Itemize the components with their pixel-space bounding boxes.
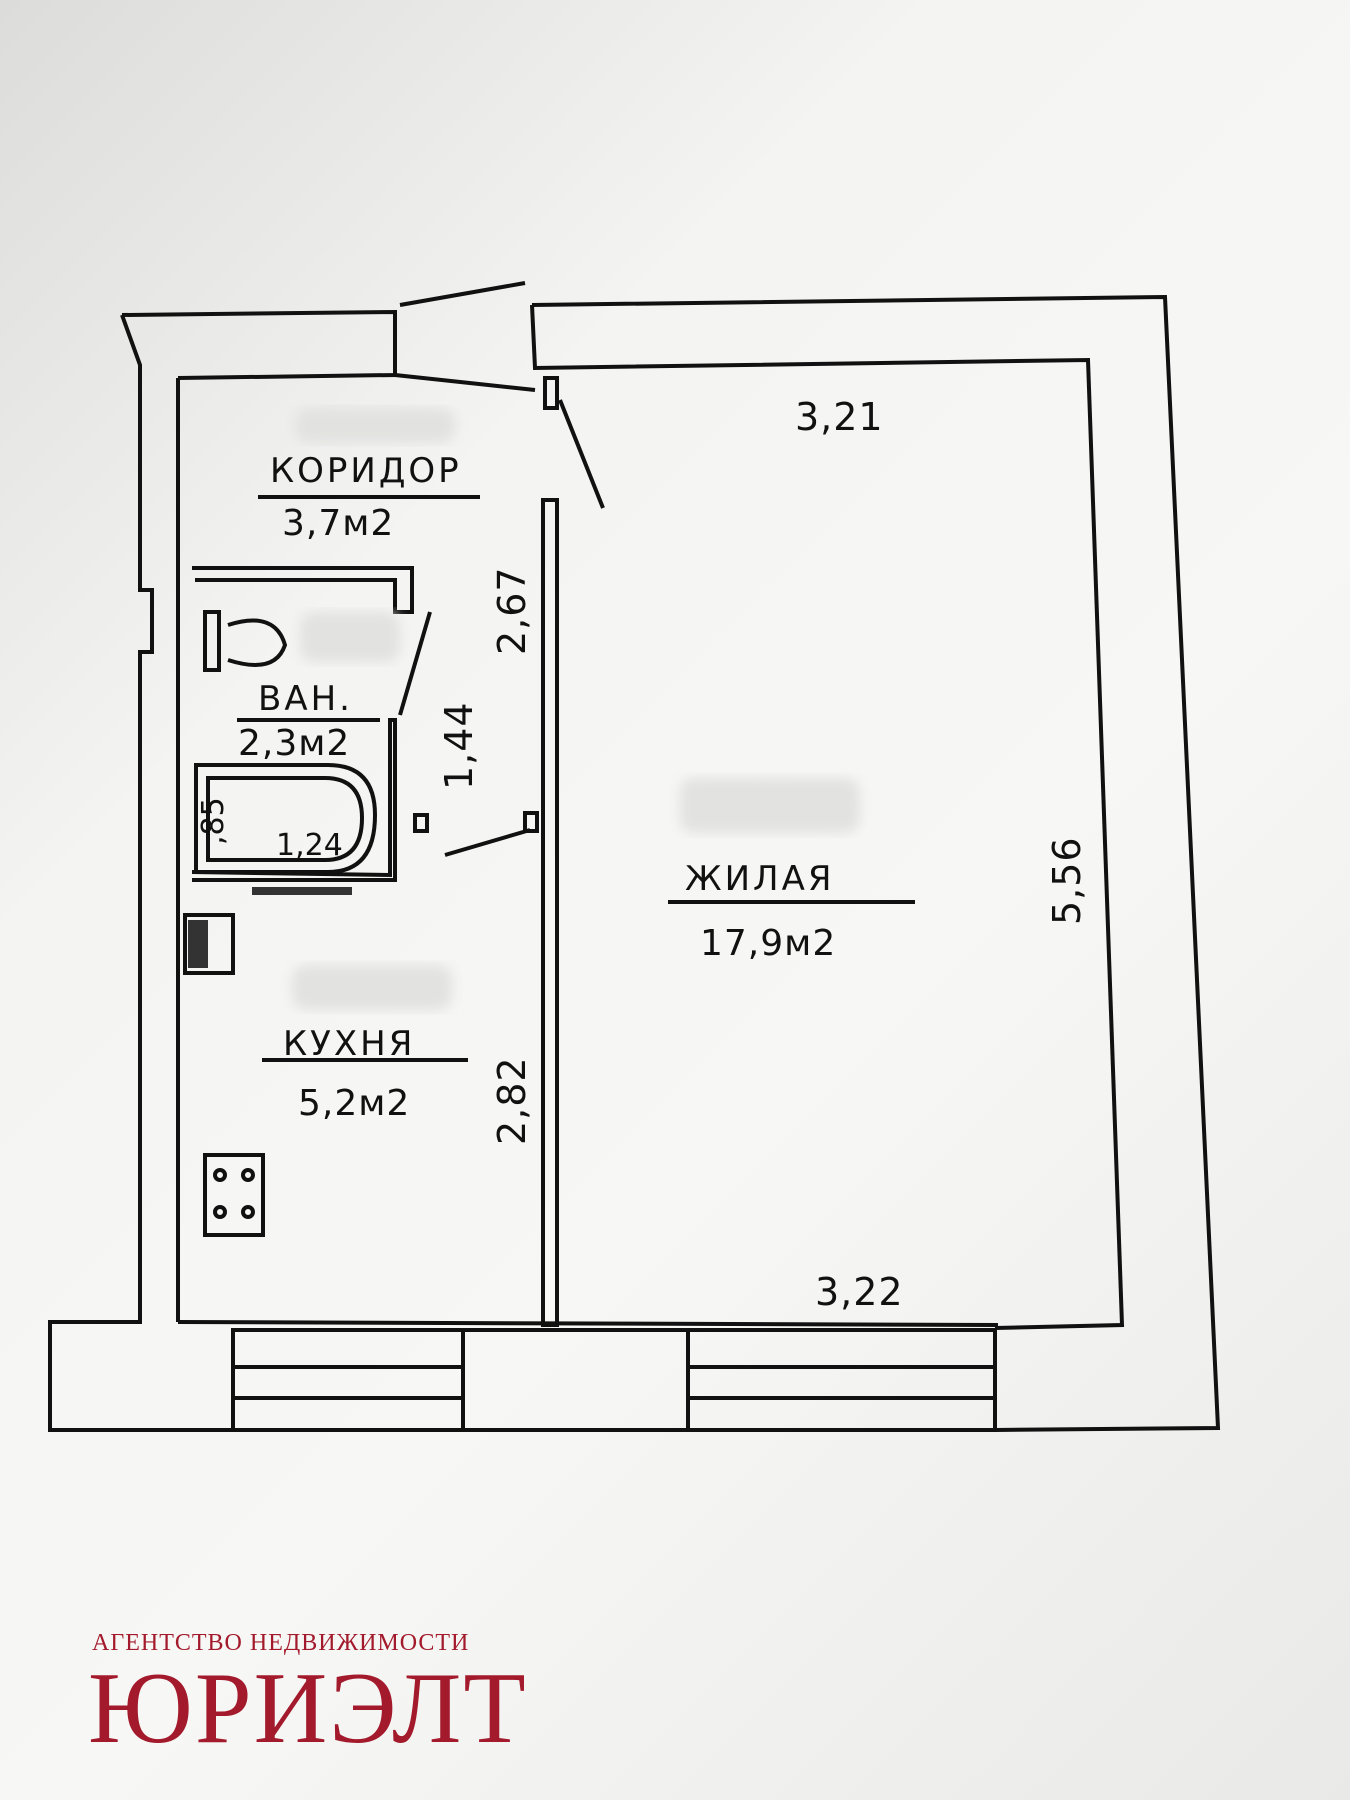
wall-bottom-inner [177, 1320, 999, 1327]
kitchen-name: КУХНЯ [283, 1024, 415, 1064]
kitchen-door-leaf [444, 828, 531, 857]
boiler [183, 913, 235, 975]
wall-top-left [121, 309, 397, 380]
dim-kitchen-length: 2,82 [490, 1056, 534, 1145]
entry-door-leaf [399, 281, 526, 307]
window-living [686, 1328, 997, 1432]
window-kitchen [231, 1328, 465, 1432]
living-name: ЖИЛАЯ [685, 859, 835, 899]
dim-bath-length: 1,24 [276, 828, 343, 863]
dim-living-bottom: 3,22 [815, 1270, 904, 1314]
bathroom-name: ВАН. [258, 679, 353, 719]
kitchen-area: 5,2м2 [298, 1083, 410, 1124]
bathroom-top-wall [192, 566, 414, 614]
dim-bathroom-length: 1,44 [437, 701, 481, 790]
living-door-leaf [558, 399, 605, 509]
wall-left [48, 314, 232, 1432]
toilet-tank [203, 610, 221, 672]
agency-name: ЮРИЭЛТ [88, 1652, 528, 1765]
wall-right-inner [530, 304, 1125, 1330]
bathroom-door-leaf [398, 611, 432, 716]
dim-living-top: 3,21 [795, 395, 884, 439]
bathtub [194, 763, 378, 874]
living-area: 17,9м2 [700, 923, 836, 964]
blurred-mark [295, 408, 455, 443]
agency-tagline: АГЕНТСТВО НЕДВИЖИМОСТИ [92, 1630, 470, 1656]
dim-living-height: 5,56 [1045, 836, 1089, 925]
bathroom-right-wall [191, 718, 397, 882]
outer-walls [48, 281, 1221, 1432]
wall-pier-middle [461, 1328, 690, 1432]
corridor-name: КОРИДОР [270, 451, 462, 491]
partition-wall [541, 498, 559, 1327]
wall-right-outer [531, 294, 1221, 1432]
toilet-bowl [227, 618, 288, 667]
dim-corridor-length: 2,67 [490, 566, 534, 655]
corridor-area: 3,7м2 [282, 503, 394, 544]
bathroom-area: 2,3м2 [238, 723, 350, 764]
dim-bath-width: ,85 [196, 797, 231, 845]
agency-logo: АГЕНТСТВО НЕДВИЖИМОСТИ ЮРИЭЛТ [44, 1630, 604, 1770]
stove [203, 1153, 265, 1237]
